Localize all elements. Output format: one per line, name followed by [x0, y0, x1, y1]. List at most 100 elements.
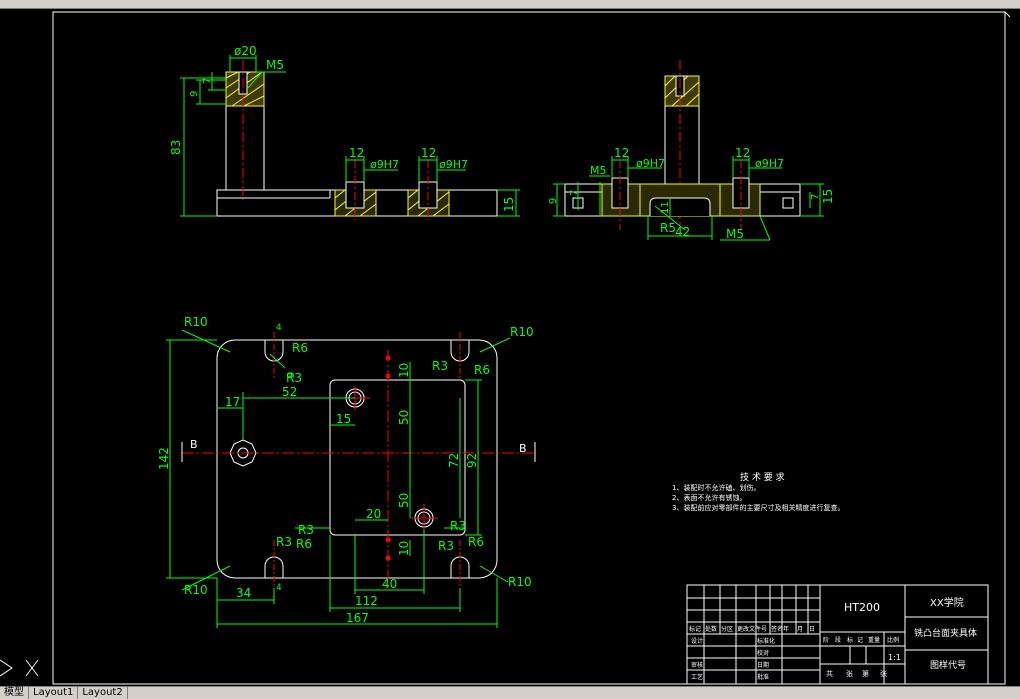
- drawing-frame: [52, 11, 1006, 685]
- stage-header: 段: [835, 636, 841, 644]
- dim-label: 7: [810, 194, 821, 200]
- dim-label: 12: [614, 146, 629, 160]
- notes-title: 技 术 要 求: [740, 471, 785, 483]
- dim-label: 17: [225, 395, 240, 409]
- dim-label: 15: [821, 189, 835, 204]
- front-view-labels: ø20 M5 83 9 7 12 ø9H7 12 ø9H7 15: [169, 44, 516, 212]
- dim-label: R10: [508, 575, 532, 589]
- dim-label: 15: [336, 412, 351, 426]
- dim-label: 9: [286, 372, 297, 378]
- dim-label: R3: [276, 535, 292, 549]
- side-view-labels: 12 ø9H7 12 ø9H7 M5 9 7 11 R5 42 M5 15 7: [548, 146, 835, 241]
- rev-header: 处数: [705, 625, 717, 633]
- dim-label: R6: [292, 341, 308, 355]
- tab-layout1[interactable]: Layout1: [29, 687, 79, 699]
- dim-label: R3: [298, 523, 314, 537]
- plan-view-labels: 142 R10 R10 R10 R10 R6 R3 R3 R6 17 52 15…: [157, 315, 534, 625]
- toolbar-strip: [0, 0, 1020, 9]
- dim-label: R3: [438, 539, 454, 553]
- dim-label: 7: [202, 78, 213, 84]
- dim-label: ø20: [234, 44, 257, 58]
- dim-label: 11: [660, 201, 671, 214]
- dim-label: R3: [286, 371, 302, 385]
- sheet-label: 张: [880, 669, 887, 678]
- sheet-label: 第: [862, 669, 869, 678]
- dim-label: 72: [447, 453, 461, 468]
- row-label: 日期: [757, 661, 769, 669]
- dim-label: ø9H7: [439, 158, 468, 171]
- stage-header: 记: [857, 637, 863, 644]
- rev-header: 分区: [721, 625, 733, 633]
- note-3: 3、装配前应对零部件的主要尺寸及相关精度进行复查。: [672, 503, 844, 512]
- material-label: HT200: [844, 601, 880, 614]
- dim-label: 10: [397, 363, 411, 378]
- sheet-label: 共: [826, 669, 833, 678]
- scale-value: 1:1: [888, 653, 901, 662]
- dim-label: 12: [349, 146, 364, 160]
- dim-label: 15: [502, 197, 516, 212]
- part-name: 铣凸台面夹具体: [914, 627, 977, 639]
- stage-header: 标: [847, 636, 853, 644]
- tab-model[interactable]: 模型: [0, 687, 29, 699]
- tab-layout2[interactable]: Layout2: [78, 687, 128, 699]
- plan-view-dimensions: [166, 329, 511, 628]
- dim-label: 50: [397, 410, 411, 425]
- section-label: B: [190, 438, 198, 451]
- dim-label: 9: [548, 198, 559, 204]
- row-label: 标准化: [757, 637, 775, 645]
- dim-label: R10: [184, 315, 208, 329]
- row-label: 审核: [691, 661, 703, 669]
- dim-label: R10: [184, 583, 208, 597]
- dim-label: R6: [468, 535, 484, 549]
- school-label: XX学院: [930, 596, 964, 609]
- dim-label: 34: [236, 586, 251, 600]
- title-block: [686, 584, 989, 685]
- note-1: 1、装配时不允许磕、划伤。: [672, 483, 760, 492]
- dim-label: 50: [397, 493, 411, 508]
- stage-header: 比例: [887, 636, 899, 644]
- dim-label: 12: [735, 146, 750, 160]
- stage-header: 重量: [868, 636, 880, 644]
- dim-label: 112: [355, 594, 378, 608]
- dim-label: 12: [421, 146, 436, 160]
- dim-label: 142: [157, 447, 171, 470]
- section-label: B: [519, 442, 527, 455]
- dim-label: R3: [450, 519, 466, 533]
- dim-label: 10: [397, 541, 411, 556]
- front-view-dimensions: [180, 55, 520, 217]
- dim-label: R10: [510, 325, 534, 339]
- dim-label: 52: [282, 385, 297, 399]
- dim-label: M5: [726, 227, 744, 241]
- rev-header: 日: [809, 626, 815, 633]
- dim-label: R3: [432, 359, 448, 373]
- row-label: 批准: [757, 673, 769, 681]
- dim-label: M5: [590, 164, 607, 177]
- section-markers: B B: [181, 438, 536, 462]
- rev-header: 月: [797, 626, 803, 633]
- rev-header: 签名: [771, 625, 783, 633]
- title-block-text: HT200 XX学院 铣凸台面夹具体 图样代号 1:1 标记 处数 分区 更改文…: [689, 596, 977, 681]
- ucs-icon: [0, 659, 39, 677]
- technical-notes: 技 术 要 求 1、装配时不允许磕、划伤。 2、表面不允许有锈蚀。 3、装配前应…: [672, 471, 844, 512]
- row-label: 校对: [757, 649, 769, 657]
- dim-label: ø9H7: [636, 157, 665, 170]
- dim-label: 7: [569, 190, 580, 196]
- dim-label: 92: [465, 453, 479, 468]
- dim-label: R5: [660, 221, 676, 235]
- dim-label: 40: [382, 577, 397, 591]
- dim-label: M5: [266, 58, 284, 72]
- dim-label: 42: [675, 225, 690, 239]
- rev-header: 标记: [689, 625, 701, 633]
- front-view: [216, 60, 498, 220]
- row-label: 设计: [691, 637, 703, 645]
- dim-label: ø9H7: [755, 157, 784, 170]
- drawing-canvas[interactable]: ø20 M5 83 9 7 12 ø9H7 12 ø9H7 15: [0, 8, 1020, 686]
- dim-label: 4: [276, 323, 282, 333]
- dim-label: R6: [474, 363, 490, 377]
- dim-label: 9: [189, 91, 200, 97]
- side-view: [564, 60, 801, 230]
- dim-label: 83: [169, 140, 183, 155]
- dim-label: 167: [346, 611, 369, 625]
- rev-header: 更改文件号: [737, 625, 767, 633]
